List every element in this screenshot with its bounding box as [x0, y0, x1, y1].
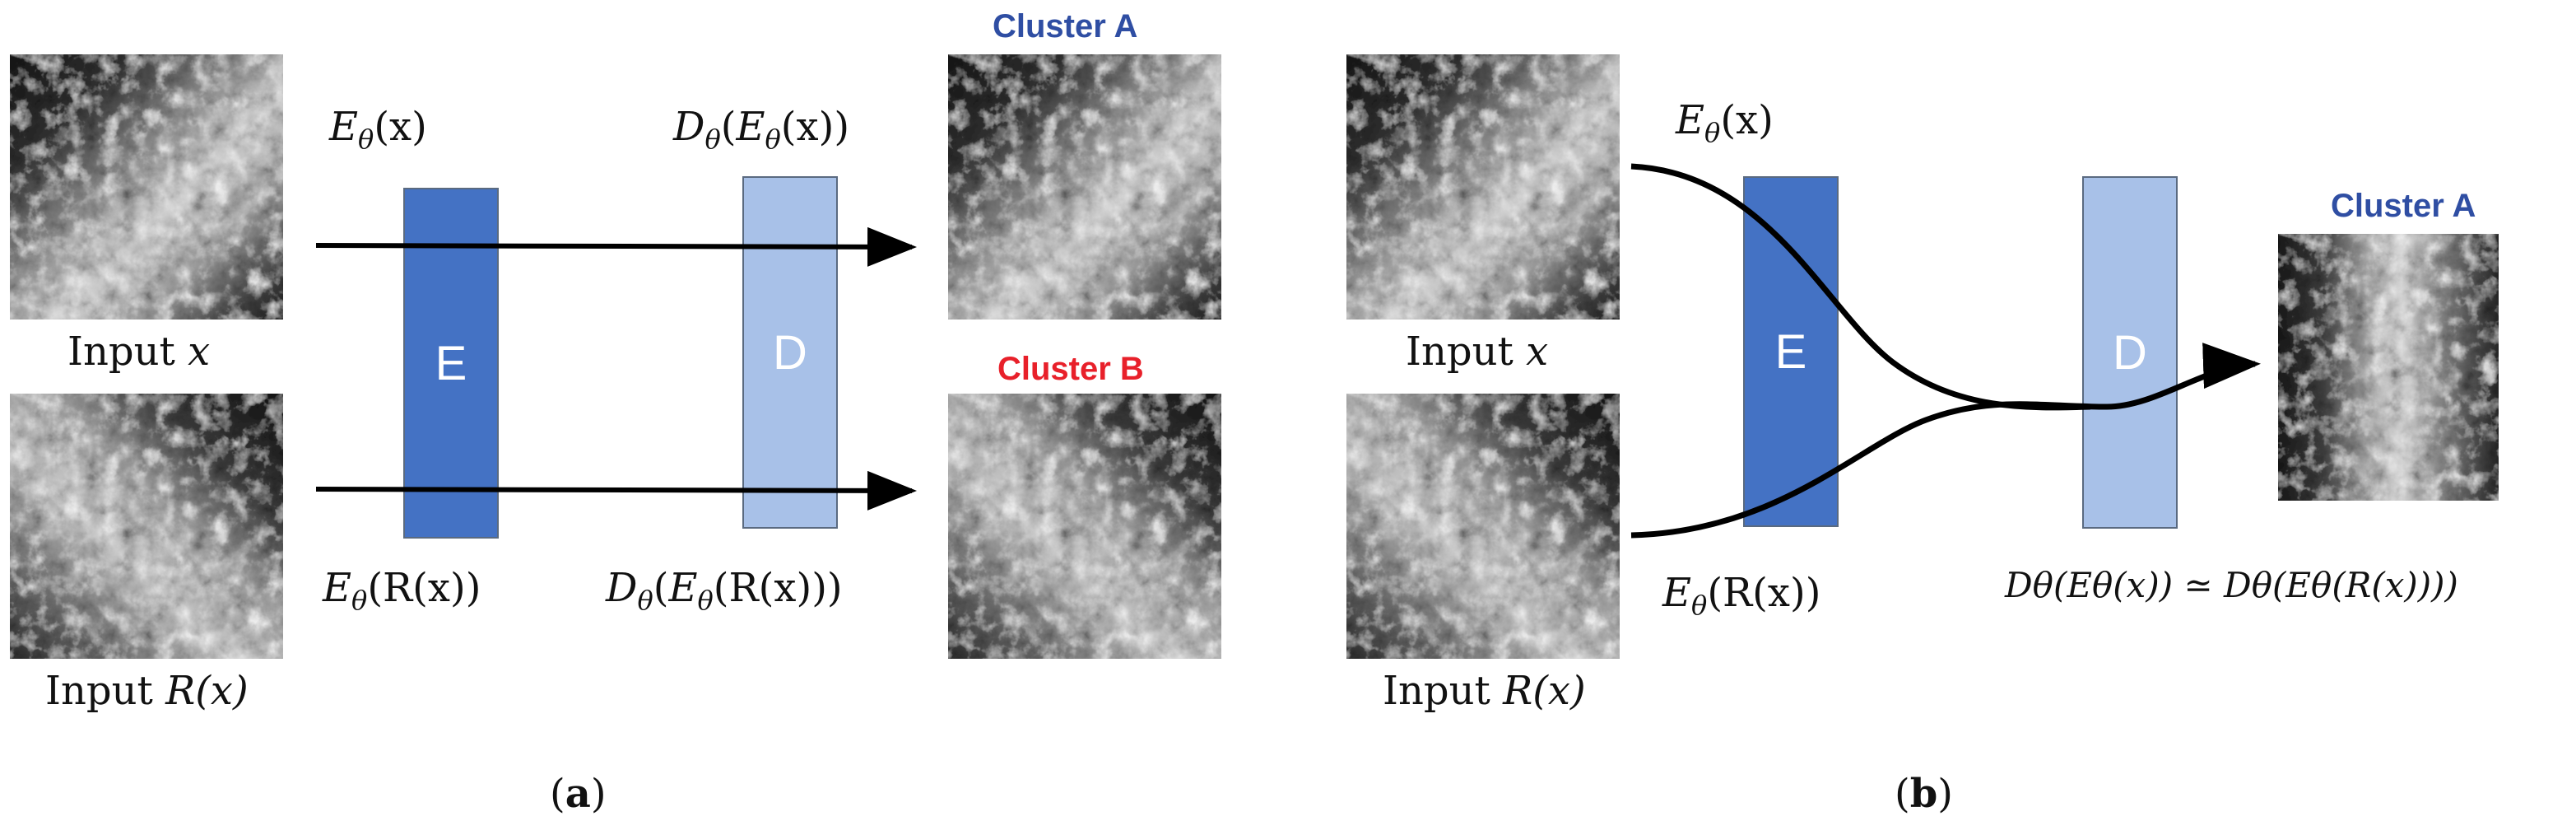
output-top-image: [948, 54, 1221, 320]
encoder-letter: E: [435, 336, 467, 390]
output-equation: Dθ(Eθ(x)) ≃ Dθ(Eθ(R(x)))): [2005, 565, 2458, 605]
decoder-block-b: D: [2082, 176, 2178, 529]
input-rx-image-b: [1346, 394, 1620, 659]
input-rx-caption: Input R(x): [45, 668, 249, 714]
input-x-image-b: [1346, 54, 1620, 320]
output-image-b: [2278, 234, 2499, 501]
encoder-letter-b: E: [1774, 324, 1807, 379]
input-x-caption-b: Input x: [1406, 329, 1549, 375]
cluster-a-label-b: Cluster A: [2331, 188, 2476, 224]
input-rx-caption-b: Input R(x): [1383, 668, 1586, 714]
encoder-top-label: Eθ(x): [329, 104, 427, 155]
decoder-block: D: [742, 176, 838, 529]
decoder-top-label: Dθ(Eθ(x)): [673, 104, 850, 155]
input-rx-image: [10, 394, 283, 659]
decoder-bottom-label: Dθ(Eθ(R(x))): [606, 565, 843, 616]
decoder-letter: D: [773, 325, 807, 380]
input-x-caption: Input x: [67, 329, 211, 375]
input-x-image: [10, 54, 283, 320]
encoder-bottom-label: Eθ(R(x)): [323, 565, 481, 616]
output-bottom-image: [948, 394, 1221, 659]
panel-a-label: (a): [550, 771, 607, 817]
decoder-letter-b: D: [2113, 325, 2147, 380]
encoder-top-label-b: Eθ(x): [1676, 97, 1774, 148]
encoder-bottom-label-b: Eθ(R(x)): [1662, 570, 1821, 621]
cluster-a-label: Cluster A: [993, 8, 1138, 44]
encoder-block-b: E: [1743, 176, 1839, 527]
curve-top-b: [1630, 163, 2091, 411]
panel-b-label: (b): [1895, 771, 1954, 817]
cluster-b-label: Cluster B: [997, 351, 1144, 387]
encoder-block: E: [403, 188, 499, 539]
